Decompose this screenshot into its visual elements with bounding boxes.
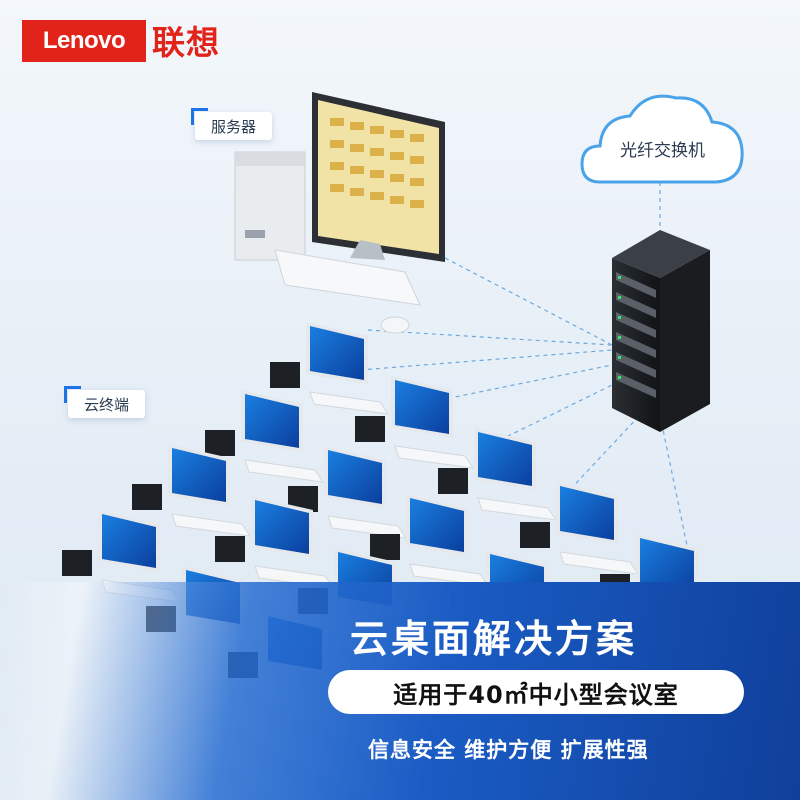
client-label-text: 云终端 bbox=[84, 395, 130, 414]
rack-server-icon bbox=[612, 230, 710, 432]
lenovo-logo-text: Lenovo bbox=[42, 27, 126, 54]
server-pc-icon bbox=[234, 92, 445, 334]
client-label: 云终端 bbox=[63, 386, 146, 418]
server-label: 服务器 bbox=[190, 108, 273, 140]
switch-label: 光纤交换机 bbox=[620, 141, 705, 161]
server-label-text: 服务器 bbox=[211, 117, 257, 136]
banner-title: 云桌面解决方案 bbox=[350, 617, 638, 661]
lenovo-logo-cn: 联想 bbox=[152, 23, 220, 62]
cloud-icon bbox=[580, 94, 744, 184]
banner-subtitle-pill: 适用于40㎡中小型会议室 bbox=[328, 670, 744, 714]
banner-subtitle: 适用于40㎡中小型会议室 bbox=[393, 680, 679, 709]
banner-features: 信息安全 维护方便 扩展性强 bbox=[368, 738, 649, 762]
lenovo-logo: Lenovo bbox=[22, 20, 146, 62]
